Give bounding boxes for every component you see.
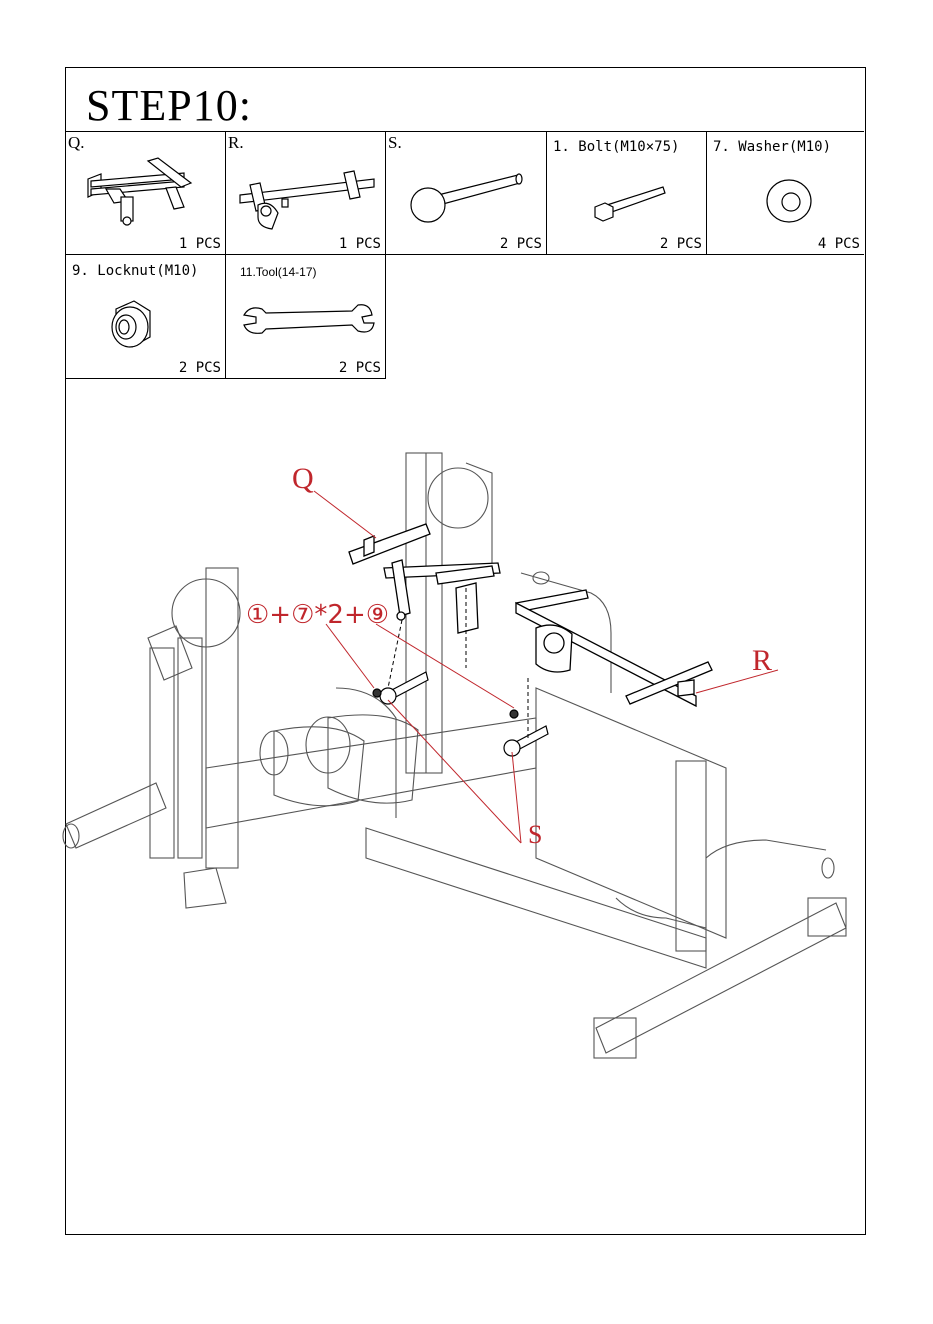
assembly-diagram	[66, 68, 864, 1234]
step-frame: STEP10: Q. 1 PCS R.	[65, 67, 866, 1235]
